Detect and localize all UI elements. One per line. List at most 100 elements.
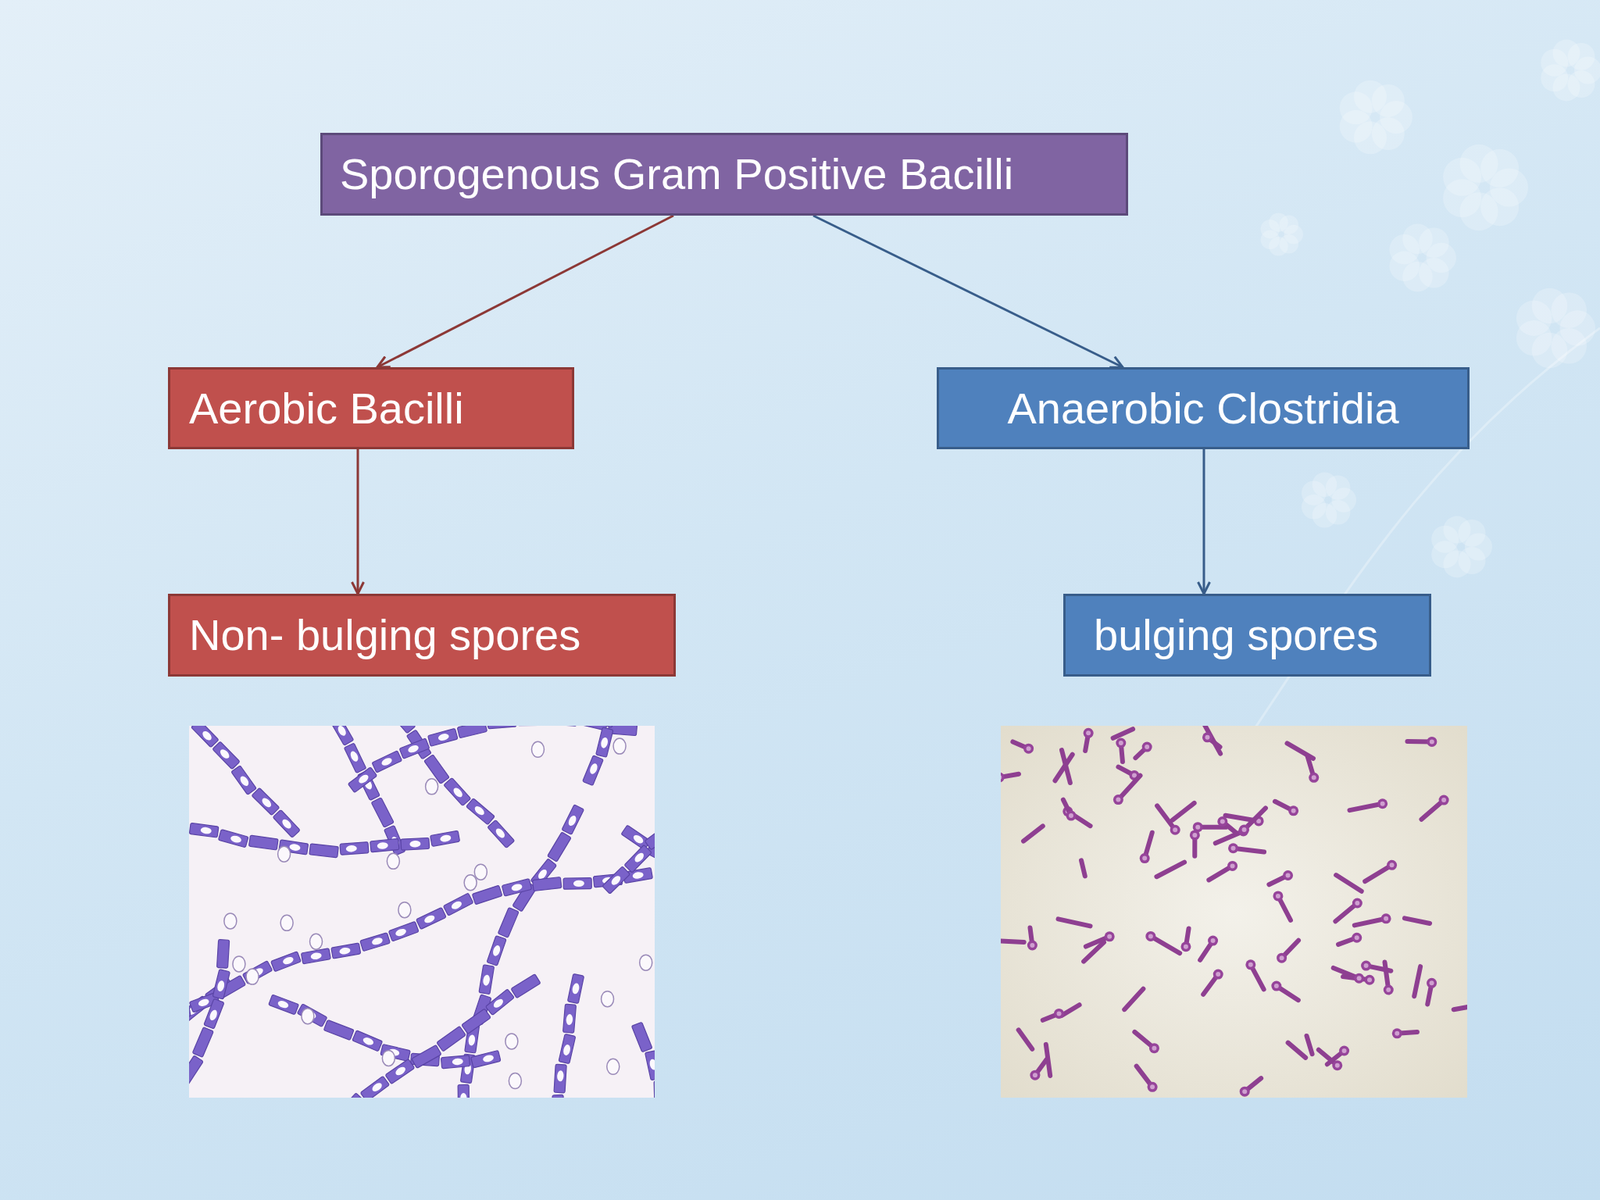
feature-box: Non- bulging spores: [167, 593, 676, 677]
bacillus-rod: [424, 754, 450, 784]
rod-body: [430, 830, 461, 847]
clostridium-cell: [1383, 962, 1394, 996]
clostridium-cell: [1113, 728, 1133, 739]
central-spore: [482, 974, 491, 986]
central-spore: [361, 1035, 375, 1047]
terminal-spore: [1213, 969, 1224, 980]
bacillus-rod: [653, 1081, 655, 1098]
rod-body: [360, 932, 391, 952]
central-spore: [357, 773, 370, 786]
central-spore: [450, 900, 463, 911]
spore-center: [1275, 893, 1281, 899]
feature-box: bulging spores: [1063, 593, 1432, 677]
central-spore: [197, 997, 211, 1008]
rod-body: [352, 1030, 383, 1052]
bacillus-rod: [189, 1005, 191, 1022]
central-spore: [276, 999, 290, 1010]
micrograph-bacillus: [0, 417, 1056, 1200]
bacillus-rod: [339, 842, 369, 856]
rod-body: [388, 921, 419, 942]
clostridium-cell: [1124, 989, 1143, 1010]
rod-body: [471, 885, 503, 905]
bacillus-rod: [352, 1030, 383, 1052]
rod-body: [300, 948, 331, 965]
clostridium-cell: [1063, 800, 1077, 822]
bacillus-rod: [596, 727, 614, 758]
free-spore: [531, 741, 544, 758]
clostridium-cell: [1453, 998, 1468, 1010]
clostridium-cells: [1000, 725, 1468, 1097]
rod-body: [440, 1055, 470, 1069]
central-spore: [494, 826, 508, 840]
bacillus-rod: [430, 830, 461, 847]
spore-center: [1354, 935, 1360, 940]
rod-body: [249, 835, 279, 850]
clostridium-cell: [1228, 842, 1265, 854]
bacillus-rod: [601, 725, 623, 729]
clostridium-cell: [1203, 969, 1224, 995]
terminal-spore: [1170, 825, 1181, 836]
clostridium-cell: [1350, 798, 1389, 811]
spore-center: [1342, 1048, 1347, 1054]
spore-center: [1220, 819, 1225, 825]
terminal-spore: [1145, 931, 1156, 942]
free-spore: [613, 738, 626, 754]
bacillus-rod: [296, 1003, 327, 1028]
bacillus-rod: [360, 1075, 390, 1098]
bacillus-rod: [189, 1055, 204, 1086]
rod-body: [561, 804, 585, 835]
rod-body: [399, 738, 430, 759]
bacillus-rod: [621, 825, 651, 850]
bacillus-rod: [399, 738, 430, 759]
rod-body: [1307, 1035, 1313, 1054]
terminal-spore: [1364, 975, 1375, 986]
rod-body: [532, 877, 562, 892]
central-spore: [460, 1092, 468, 1098]
bacillus-rod: [624, 845, 652, 874]
terminal-spore: [1245, 959, 1256, 970]
spore-center: [1142, 856, 1147, 861]
terminal-spore: [1023, 743, 1034, 754]
clostridium-cell: [1081, 860, 1086, 876]
rod-body: [563, 1003, 577, 1033]
spore-center: [1000, 775, 1002, 780]
bacillus-rod: [558, 1033, 576, 1064]
flower-petal: [1325, 475, 1351, 500]
clostridium-cell: [1113, 775, 1141, 805]
bacillus-rod: [548, 725, 578, 727]
clostridium-cell: [1172, 803, 1195, 821]
central-spore: [310, 951, 322, 961]
rod-body: [203, 998, 225, 1029]
rod-body: [645, 1050, 655, 1081]
clostridium-cell: [1239, 807, 1266, 835]
bacillus-rod: [485, 989, 515, 1015]
rod-body: [457, 1084, 470, 1098]
central-spore: [482, 1053, 495, 1064]
central-spore: [282, 955, 295, 966]
clostridium-cell: [1271, 981, 1298, 1001]
terminal-spore: [1383, 985, 1394, 996]
central-spore: [371, 936, 384, 947]
free-spore: [601, 991, 615, 1008]
clostridium-cell: [1200, 935, 1218, 961]
bacillus-rod: [443, 777, 472, 806]
rod-body: [217, 939, 230, 969]
bacillus-rod: [428, 728, 458, 747]
bacillus-rod: [347, 767, 377, 793]
central-spore: [208, 1008, 219, 1022]
bacillus-rod: [567, 973, 584, 1004]
rod-body: [548, 725, 578, 727]
clostridium-cell: [1338, 932, 1362, 945]
terminal-spore: [1276, 953, 1287, 964]
rod-body: [339, 842, 369, 856]
clostridium-cell: [1189, 829, 1200, 856]
free-spore: [474, 864, 487, 880]
spore-center: [1242, 827, 1247, 833]
spore-center: [1394, 1031, 1400, 1036]
central-spore: [407, 743, 420, 754]
central-spore: [609, 874, 622, 887]
terminal-spore: [1308, 772, 1319, 783]
terminal-spore: [1217, 816, 1228, 827]
clostridium-cell: [1136, 1066, 1158, 1093]
central-spore: [557, 1070, 565, 1082]
